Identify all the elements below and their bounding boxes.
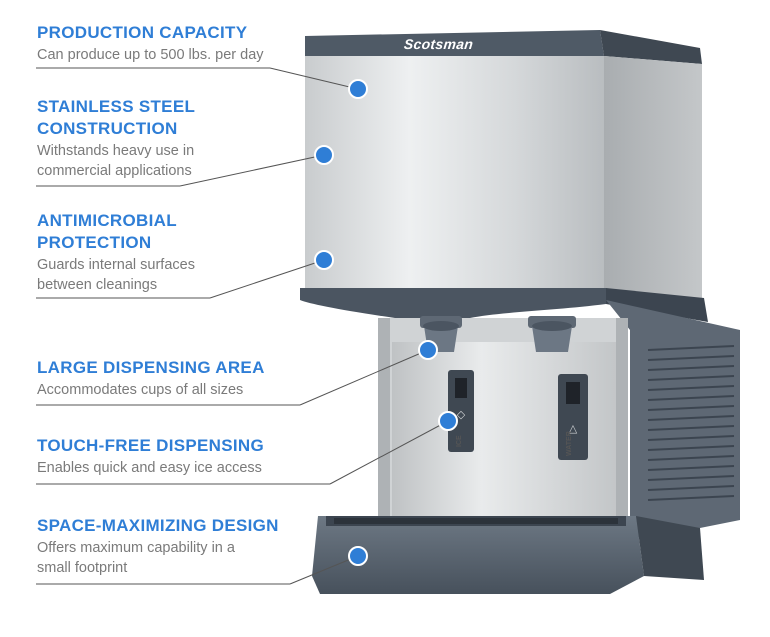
side-vent bbox=[647, 345, 735, 501]
ice-nozzle bbox=[420, 316, 462, 352]
brand-logo: Scotsman bbox=[403, 36, 475, 52]
ice-label: ICE bbox=[456, 435, 463, 447]
hotspot-markers bbox=[314, 79, 458, 566]
feature-title: SPACE-MAXIMIZING DESIGN bbox=[37, 516, 279, 535]
feature-title: LARGE DISPENSING AREA bbox=[37, 358, 265, 377]
hotspot-2 bbox=[314, 145, 334, 165]
ice-sensor: ◇ bbox=[448, 370, 474, 452]
feature-title: TOUCH-FREE DISPENSING bbox=[37, 436, 265, 455]
feature-description: Enables quick and easy ice access bbox=[37, 460, 262, 476]
mid-trim-band bbox=[300, 288, 606, 318]
feature-antimicrobial: ANTIMICROBIAL PROTECTION Guards internal… bbox=[37, 210, 247, 295]
hotspot-6 bbox=[348, 546, 368, 566]
feature-production-capacity: PRODUCTION CAPACITY Can produce up to 50… bbox=[37, 22, 264, 65]
hotspot-4 bbox=[418, 340, 438, 360]
feature-touch-free: TOUCH-FREE DISPENSING Enables quick and … bbox=[37, 435, 264, 478]
drip-grate bbox=[334, 518, 618, 524]
feature-description: Can produce up to 500 lbs. per day bbox=[37, 47, 264, 63]
svg-text:△: △ bbox=[569, 422, 578, 435]
feature-title: PRODUCTION CAPACITY bbox=[37, 23, 248, 42]
feature-stainless-steel: STAINLESS STEEL CONSTRUCTION Withstands … bbox=[37, 96, 247, 181]
hotspot-1 bbox=[348, 79, 368, 99]
feature-description: Accommodates cups of all sizes bbox=[37, 382, 244, 398]
water-sensor: △ bbox=[558, 374, 588, 460]
drip-tray bbox=[312, 516, 644, 594]
feature-description: Offers maximum capability in a small foo… bbox=[37, 540, 235, 576]
feature-space-maximizing: SPACE-MAXIMIZING DESIGN Offers maximum c… bbox=[37, 515, 279, 578]
feature-description: Guards internal surfaces between cleanin… bbox=[37, 257, 195, 293]
water-label: WATER bbox=[566, 431, 573, 456]
water-nozzle bbox=[528, 316, 576, 352]
leader-lines bbox=[36, 67, 449, 585]
feature-title: STAINLESS STEEL CONSTRUCTION bbox=[37, 97, 195, 138]
svg-text:◇: ◇ bbox=[457, 408, 466, 421]
feature-description: Withstands heavy use in commercial appli… bbox=[37, 143, 195, 179]
feature-title: ANTIMICROBIAL PROTECTION bbox=[37, 211, 177, 252]
hotspot-3 bbox=[314, 250, 334, 270]
feature-large-dispensing-area: LARGE DISPENSING AREA Accommodates cups … bbox=[37, 357, 265, 400]
hotspot-5 bbox=[438, 411, 458, 431]
top-cap bbox=[305, 30, 604, 58]
